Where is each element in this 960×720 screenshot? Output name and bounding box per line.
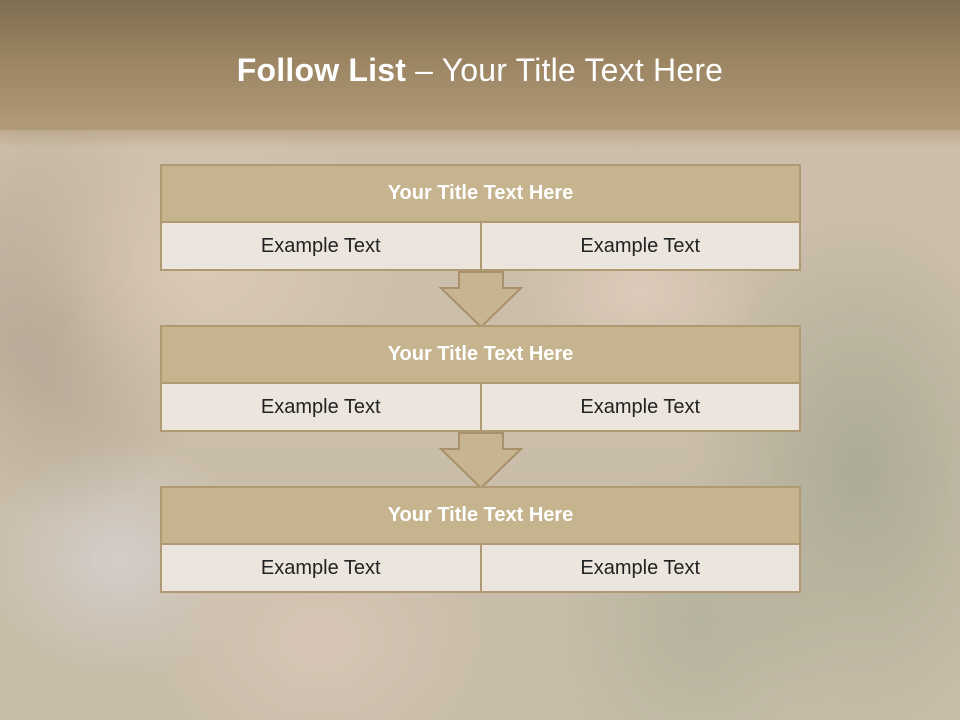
header-band	[0, 0, 960, 130]
step-title-3: Your Title Text Here	[162, 488, 799, 545]
step-row-3: Example Text Example Text	[162, 545, 799, 591]
page-title-rest: – Your Title Text Here	[406, 52, 724, 88]
down-arrow-icon	[438, 271, 524, 329]
step-2-cell-right: Example Text	[479, 384, 799, 430]
step-block-1: Your Title Text Here Example Text Exampl…	[160, 164, 801, 271]
page-title-bold: Follow List	[236, 52, 407, 88]
step-row-2: Example Text Example Text	[162, 384, 799, 430]
step-1-cell-left: Example Text	[162, 223, 480, 269]
header-fade	[0, 118, 960, 148]
step-row-1: Example Text Example Text	[162, 223, 799, 269]
step-3-cell-right: Example Text	[479, 545, 799, 591]
step-block-3: Your Title Text Here Example Text Exampl…	[160, 486, 801, 593]
page-title: Follow List – Your Title Text Here	[0, 52, 960, 89]
step-1-cell-right: Example Text	[479, 223, 799, 269]
step-2-cell-left: Example Text	[162, 384, 480, 430]
step-block-2: Your Title Text Here Example Text Exampl…	[160, 325, 801, 432]
step-title-1: Your Title Text Here	[162, 166, 799, 223]
step-3-cell-left: Example Text	[162, 545, 480, 591]
step-title-2: Your Title Text Here	[162, 327, 799, 384]
down-arrow-icon	[438, 432, 524, 490]
